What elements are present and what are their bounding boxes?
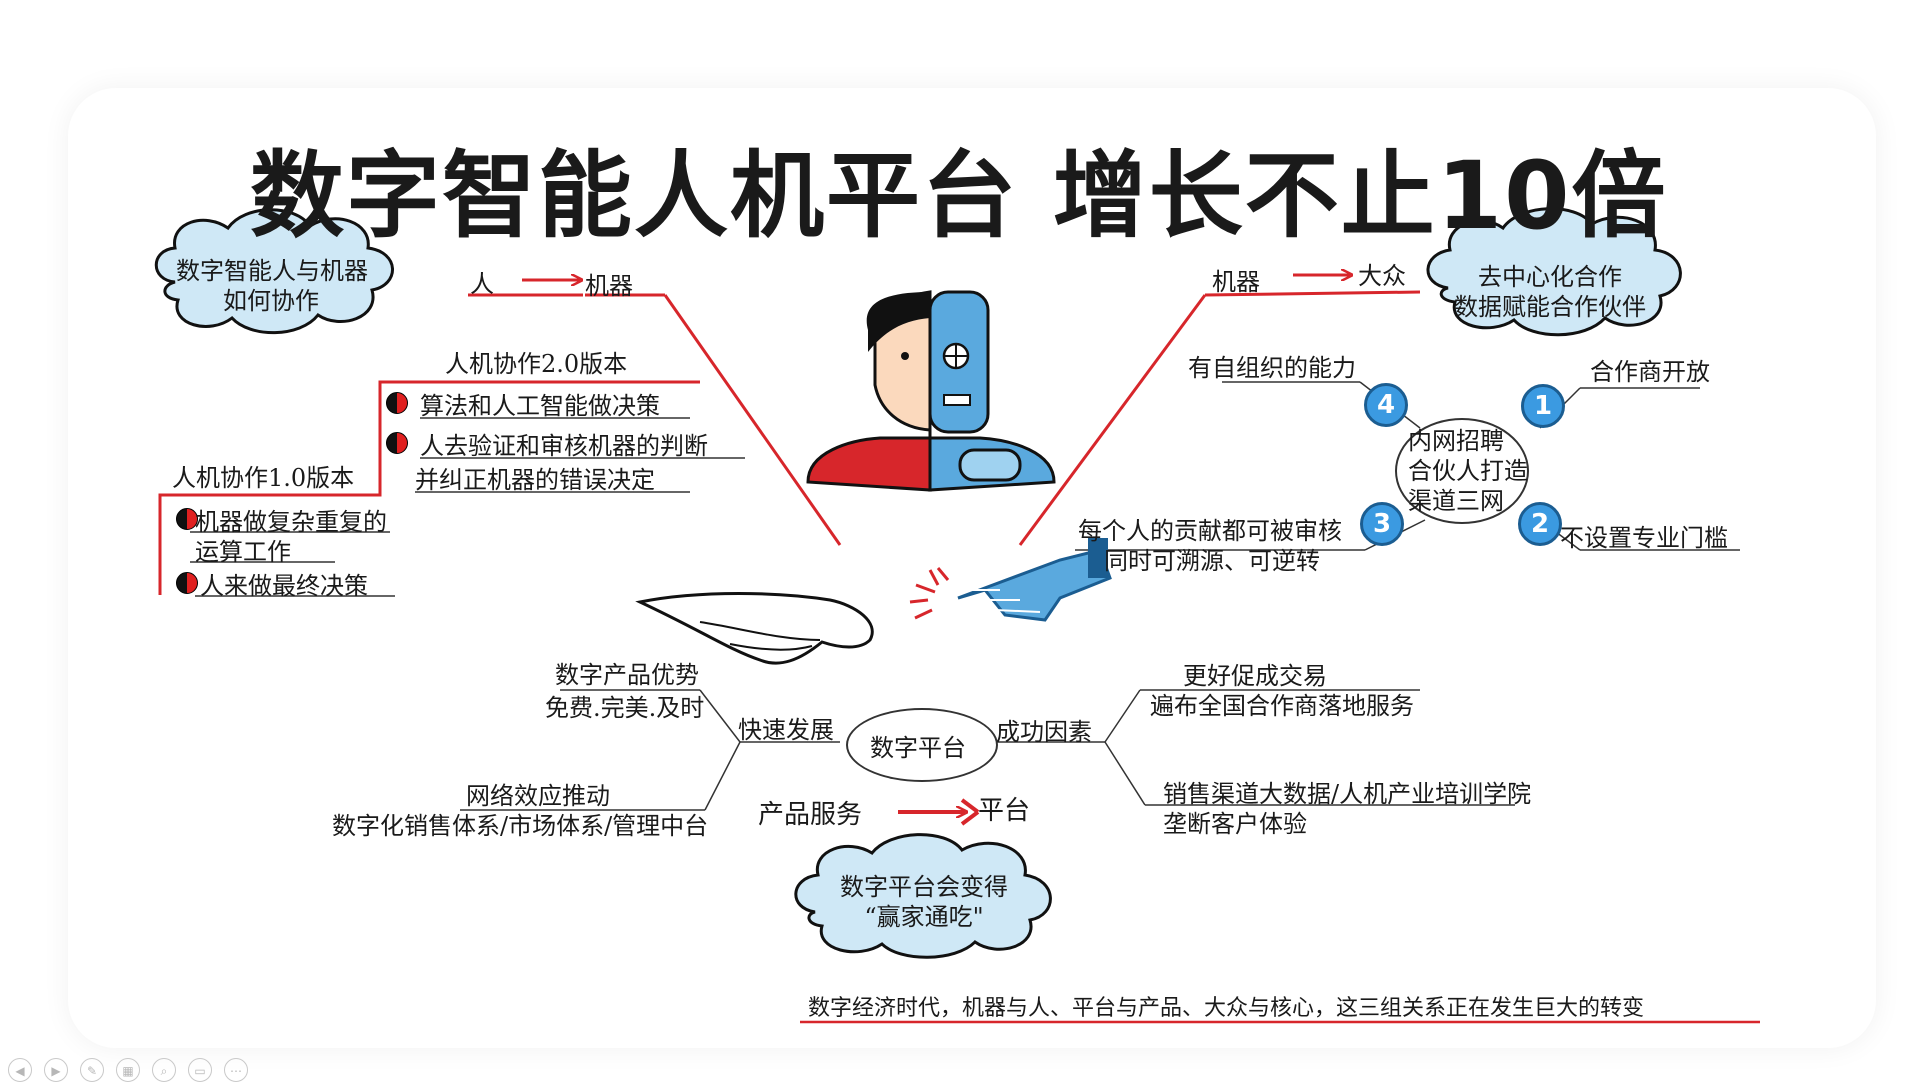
- node-3-line: 同时可溯源、可逆转: [1104, 547, 1320, 575]
- fast-growth-label: 快速发展: [738, 716, 834, 744]
- footer-summary: 数字经济时代，机器与人、平台与产品、大众与核心，这三组关系正在发生巨大的转变: [808, 996, 1645, 1021]
- cloud-text-line: “赢家通吃": [864, 903, 984, 931]
- number-4-icon: 4: [1364, 383, 1408, 427]
- left-item-1-title: 数字产品优势: [555, 661, 699, 689]
- platform-center: 数字平台: [870, 734, 966, 762]
- v1-title: 人机协作1.0版本: [172, 464, 355, 492]
- more-options-icon[interactable]: ⋯: [224, 1058, 248, 1082]
- center-line: 内网招聘: [1408, 427, 1504, 455]
- cloud-top-right: [1426, 207, 1682, 337]
- right-item-2-sub: 垄断客户体验: [1163, 810, 1307, 838]
- number-1-icon: 1: [1521, 384, 1565, 428]
- label-public: 大众: [1358, 262, 1406, 290]
- cloud-bottom: [794, 833, 1052, 959]
- bullet-icon: [176, 572, 198, 594]
- v1-item-1-cont: 运算工作: [195, 538, 291, 566]
- left-item-1-sub: 免费.完美.及时: [545, 694, 705, 722]
- v2-title: 人机协作2.0版本: [445, 350, 628, 378]
- pen-icon[interactable]: ✎: [80, 1058, 104, 1082]
- cloud-top-left-text: 数字智能人与机器 如何协作: [176, 256, 368, 316]
- product-service-label: 产品服务: [758, 800, 863, 830]
- bullet-icon: [386, 392, 408, 414]
- v1-item-2: 人来做最终决策: [200, 572, 368, 600]
- label-machine-left: 机器: [585, 272, 633, 300]
- cloud-top-left: [154, 208, 394, 335]
- label-human: 人: [470, 270, 494, 298]
- right-item-2-title: 销售渠道大数据/人机产业培训学院: [1163, 780, 1532, 808]
- bullet-icon: [176, 508, 198, 530]
- number-3-icon: 3: [1360, 502, 1404, 546]
- cloud-text-line: 数据赋能合作伙伴: [1454, 293, 1646, 321]
- cloud-text-line: 数字智能人与机器: [176, 257, 368, 285]
- left-item-2-sub: 数字化销售体系/市场体系/管理中台: [332, 812, 709, 840]
- human-hand-icon: [635, 592, 874, 665]
- subtitles-icon[interactable]: ▭: [188, 1058, 212, 1082]
- success-factors-label: 成功因素: [996, 718, 1092, 746]
- zoom-icon[interactable]: ⌕: [152, 1058, 176, 1082]
- center-oval-text: 内网招聘 合伙人打造 渠道三网: [1408, 426, 1528, 516]
- next-slide-icon[interactable]: ▶: [44, 1058, 68, 1082]
- slides-overview-icon[interactable]: ▦: [116, 1058, 140, 1082]
- cloud-top-right-text: 去中心化合作 数据赋能合作伙伴: [1450, 262, 1650, 322]
- v2-item-2-cont: 并纠正机器的错误决定: [415, 466, 655, 494]
- page-title: 数字智能人机平台 增长不止10倍: [250, 142, 1668, 251]
- node-3-line: 每个人的贡献都可被审核: [1078, 517, 1342, 545]
- right-item-1-sub: 遍布全国合作商落地服务: [1150, 692, 1414, 720]
- cloud-text-line: 如何协作: [223, 287, 319, 315]
- cloud-text-line: 去中心化合作: [1478, 263, 1622, 291]
- cloud-text-line: 数字平台会变得: [840, 873, 1008, 901]
- right-item-1-title: 更好促成交易: [1183, 662, 1327, 690]
- node-4-text: 有自组织的能力: [1188, 354, 1356, 382]
- spark-icon: [909, 567, 950, 620]
- cloud-bottom-text: 数字平台会变得 “赢家通吃": [824, 872, 1024, 932]
- bullet-icon: [386, 432, 408, 454]
- left-item-2-title: 网络效应推动: [466, 782, 610, 810]
- center-line: 合伙人打造: [1408, 457, 1528, 485]
- pixel-hand-cursor-icon: [957, 538, 1112, 622]
- prev-slide-icon[interactable]: ◀: [8, 1058, 32, 1082]
- number-2-icon: 2: [1518, 502, 1562, 546]
- v2-item-1: 算法和人工智能做决策: [420, 392, 660, 420]
- label-machine-right: 机器: [1212, 268, 1260, 296]
- platform-oval: [846, 708, 998, 782]
- v1-item-1: 机器做复杂重复的: [195, 508, 387, 536]
- human-robot-face-icon: [806, 290, 1056, 492]
- v2-item-2: 人去验证和审核机器的判断: [420, 432, 708, 460]
- center-oval: [1395, 418, 1529, 524]
- node-3-text: 每个人的贡献都可被审核 同时可溯源、可逆转: [1078, 516, 1342, 576]
- node-1-text: 合作商开放: [1590, 358, 1710, 386]
- node-2-text: 不设置专业门槛: [1560, 524, 1728, 552]
- platform-label: 平台: [978, 796, 1031, 826]
- center-line: 渠道三网: [1408, 487, 1504, 515]
